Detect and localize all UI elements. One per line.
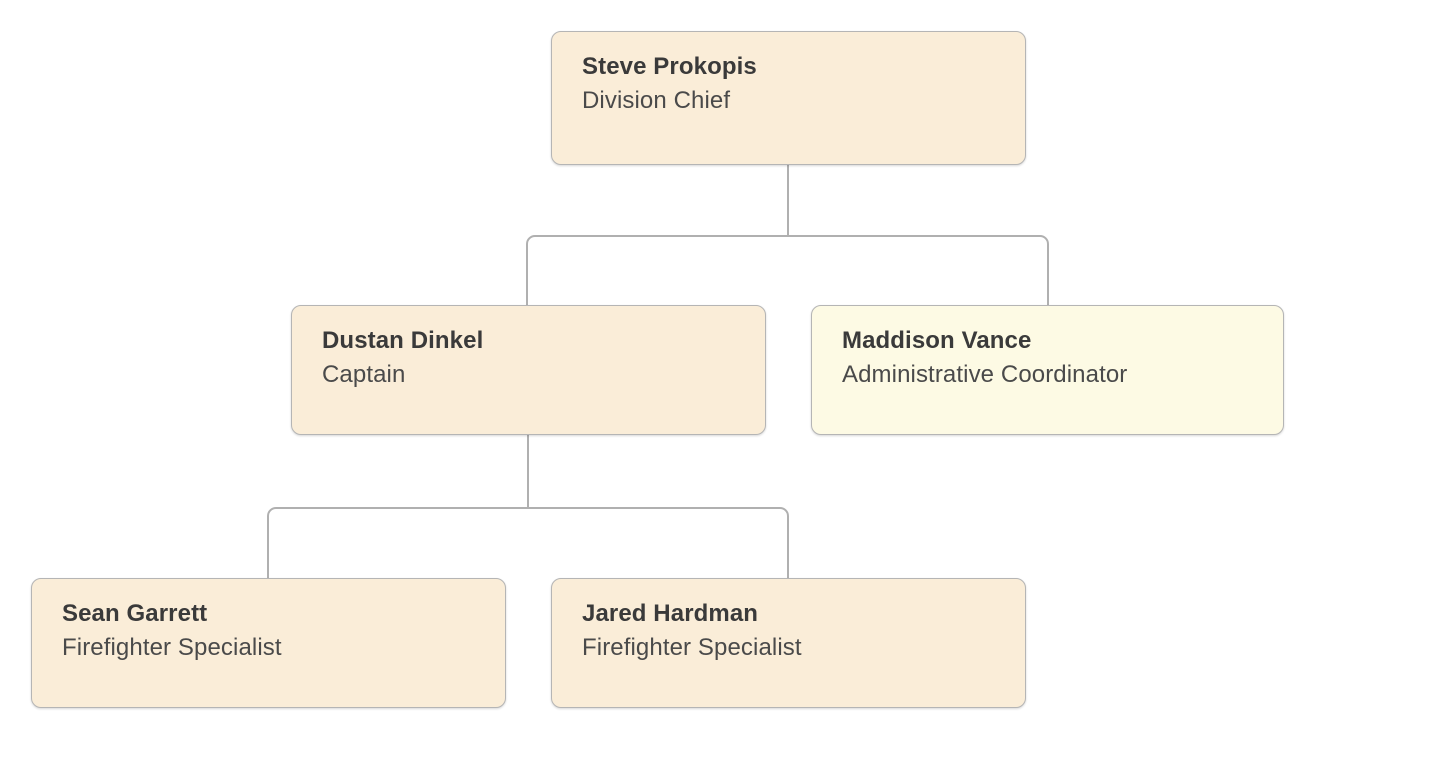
connector-prokopis-to-dinkel (526, 235, 789, 306)
node-title: Firefighter Specialist (62, 633, 282, 661)
node-title: Division Chief (582, 86, 731, 114)
node-name: Dustan Dinkel (322, 327, 484, 354)
connector-dinkel-to-garrett (267, 507, 529, 579)
org-node-dustan-dinkel[interactable]: Dustan Dinkel Captain (291, 305, 766, 435)
org-node-sean-garrett[interactable]: Sean Garrett Firefighter Specialist (31, 578, 506, 708)
node-title: Administrative Coordinator (842, 360, 1128, 388)
node-title: Firefighter Specialist (582, 633, 802, 661)
connector-dinkel-to-hardman (527, 507, 789, 579)
connector-prokopis-to-vance (787, 235, 1049, 306)
node-name: Jared Hardman (582, 600, 759, 627)
node-title: Captain (322, 360, 406, 388)
node-name: Sean Garrett (62, 600, 208, 627)
org-node-maddison-vance[interactable]: Maddison Vance Administrative Coordinato… (811, 305, 1284, 435)
node-name: Steve Prokopis (582, 53, 757, 80)
org-node-jared-hardman[interactable]: Jared Hardman Firefighter Specialist (551, 578, 1026, 708)
org-node-steve-prokopis[interactable]: Steve Prokopis Division Chief (551, 31, 1026, 165)
node-name: Maddison Vance (842, 327, 1032, 354)
